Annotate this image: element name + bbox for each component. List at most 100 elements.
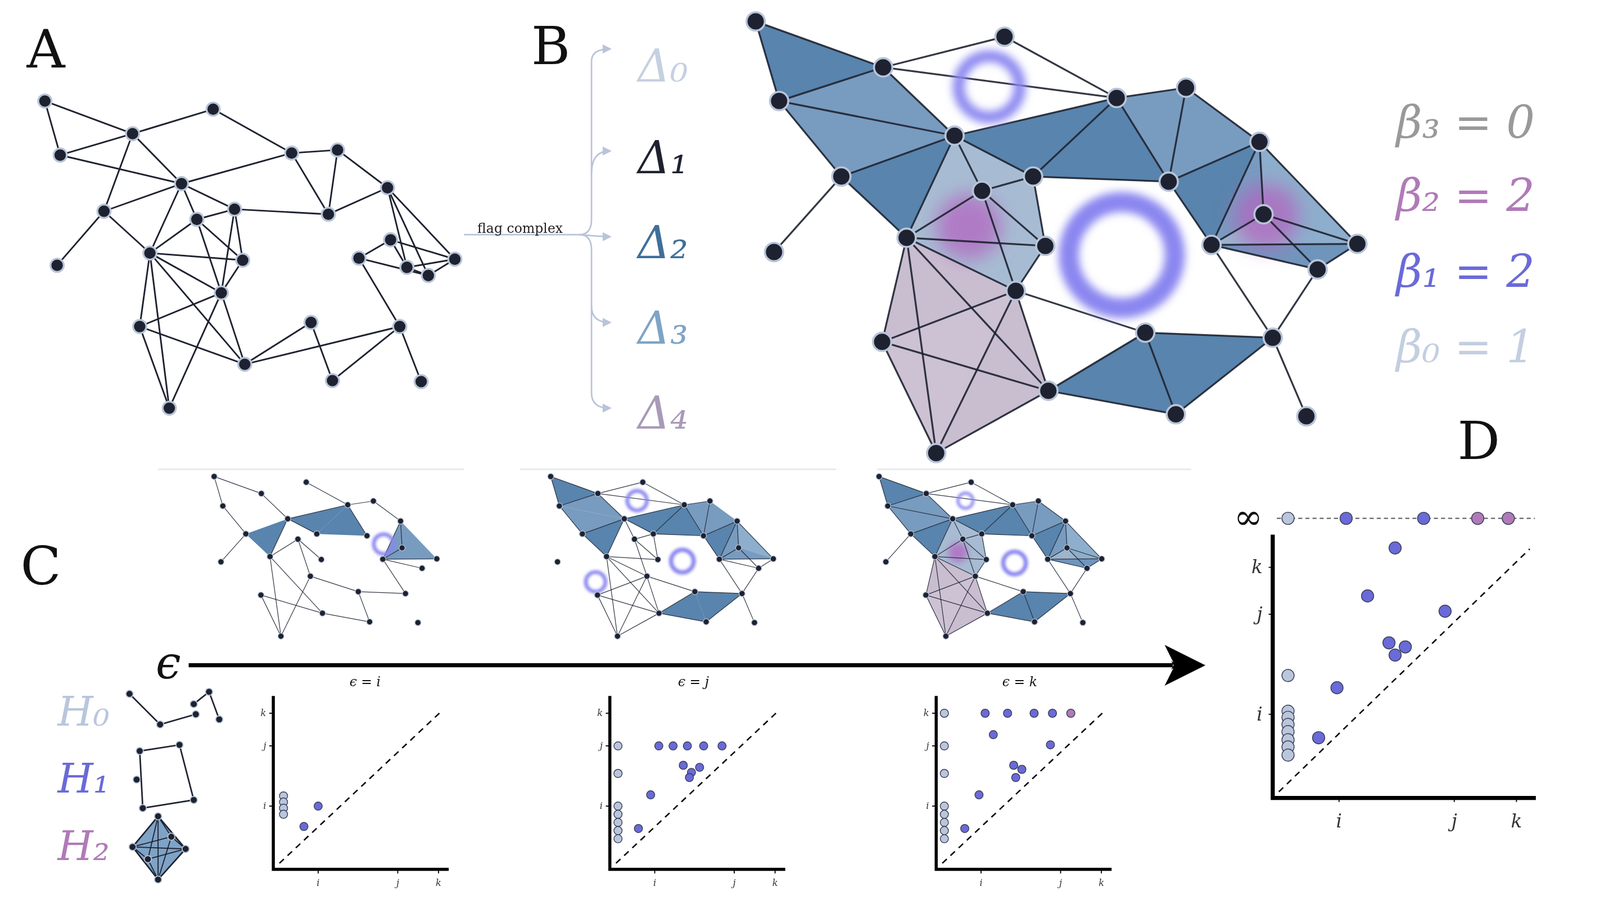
simplex-edge bbox=[1263, 214, 1318, 270]
graph-vertex bbox=[258, 490, 265, 497]
simplex-edge bbox=[1047, 520, 1066, 559]
simplex-edge bbox=[1012, 504, 1032, 536]
simplex-edge bbox=[582, 533, 607, 557]
persistence-point bbox=[613, 801, 623, 811]
graph-vertex bbox=[214, 286, 229, 300]
plot-title: ϵ = j bbox=[678, 674, 709, 689]
simplex-edge bbox=[653, 533, 704, 536]
graph-vertex bbox=[968, 478, 975, 486]
separator bbox=[520, 468, 836, 470]
graph-vertex bbox=[875, 473, 883, 480]
graph-vertex bbox=[932, 553, 939, 560]
graph-vertex bbox=[770, 555, 777, 562]
graph-vertex bbox=[321, 207, 336, 221]
persistence-point bbox=[1399, 640, 1412, 653]
simplex-edge bbox=[987, 612, 1035, 622]
persistence-point bbox=[717, 741, 727, 750]
graph-vertex bbox=[874, 57, 893, 77]
simplex-edge bbox=[1033, 97, 1118, 177]
simplex-edge bbox=[887, 505, 911, 534]
epsilon-arrowhead bbox=[1164, 644, 1206, 686]
graph-edge bbox=[390, 239, 455, 259]
tick-label: j bbox=[925, 740, 929, 750]
simplex-edge bbox=[906, 190, 983, 238]
simplex-edge bbox=[1168, 141, 1260, 182]
complex-b bbox=[746, 12, 1367, 463]
simplex-edge bbox=[738, 547, 759, 568]
persistence-point bbox=[279, 809, 288, 818]
simplex-edge bbox=[887, 493, 926, 506]
simplex-edge bbox=[982, 190, 1016, 291]
graph-edge bbox=[181, 183, 235, 210]
graph-vertex bbox=[897, 228, 916, 247]
graph-edge bbox=[337, 150, 388, 188]
simplex-edge bbox=[887, 505, 953, 519]
graph-vertex bbox=[1028, 532, 1035, 539]
arrow-label: flag complex bbox=[477, 222, 563, 236]
graph-vertex bbox=[285, 146, 299, 160]
graph-edge bbox=[139, 252, 151, 327]
persistence-point bbox=[634, 824, 643, 833]
persistence-point bbox=[314, 801, 323, 811]
simplex-edge bbox=[934, 539, 964, 557]
simplex-edge bbox=[559, 505, 583, 534]
graph-a bbox=[38, 94, 462, 415]
simplex-edge bbox=[1145, 332, 1176, 414]
hole-h1 bbox=[373, 534, 394, 554]
persistence-diagram bbox=[1268, 534, 1536, 802]
simplex-edge bbox=[597, 493, 685, 505]
persistence-point bbox=[683, 741, 692, 750]
simplex-edge bbox=[719, 558, 759, 568]
simplex-edge bbox=[910, 533, 935, 557]
simplex-edge bbox=[647, 575, 695, 592]
simplex-edge bbox=[975, 575, 1024, 592]
simplex-edge bbox=[1023, 591, 1071, 594]
simplex-edge bbox=[559, 493, 598, 506]
persistence-point bbox=[613, 834, 623, 843]
simplex-edge bbox=[1031, 535, 1048, 560]
simplex-edge bbox=[936, 290, 1016, 453]
graph-vertex bbox=[700, 532, 707, 539]
graph-vertex bbox=[949, 515, 956, 522]
graph-vertex bbox=[692, 588, 699, 595]
graph-vertex bbox=[133, 319, 147, 334]
simplex-edge bbox=[260, 594, 323, 613]
simplex-edge bbox=[1145, 332, 1273, 338]
simplex-edge bbox=[260, 594, 282, 636]
graph-edge bbox=[104, 183, 182, 212]
tick-label: j bbox=[263, 740, 266, 750]
simplex-edge bbox=[647, 575, 659, 613]
graph-vertex bbox=[594, 591, 601, 599]
simplex-edge bbox=[1031, 520, 1066, 536]
simplex-edge bbox=[214, 476, 223, 506]
persistence-point bbox=[669, 741, 678, 750]
graph-vertex bbox=[344, 501, 351, 508]
axis-label: ϵ bbox=[155, 640, 182, 686]
graph-vertex bbox=[656, 609, 663, 617]
tick-label: k bbox=[1511, 811, 1523, 831]
simplex-edge bbox=[606, 518, 625, 557]
simplex-edge bbox=[382, 558, 406, 594]
simplex-edge bbox=[1034, 593, 1071, 622]
graph-vertex bbox=[434, 555, 441, 562]
simplex-edge bbox=[694, 591, 743, 594]
graph-vertex bbox=[331, 143, 345, 157]
graph-edge bbox=[213, 109, 292, 153]
panel-letter: C bbox=[20, 539, 61, 593]
graph-vertex bbox=[313, 530, 320, 537]
simplex-edge bbox=[1272, 269, 1318, 338]
simplex-edge bbox=[737, 520, 774, 559]
simplex-edge bbox=[347, 504, 368, 536]
simplex-edge bbox=[926, 493, 953, 519]
simplex-edge bbox=[703, 535, 720, 560]
tick-label: i bbox=[263, 801, 266, 811]
simplex-edge bbox=[954, 135, 1034, 177]
tick-label: j bbox=[1059, 878, 1062, 888]
persistence-point bbox=[940, 809, 949, 818]
graph-vertex bbox=[303, 478, 310, 486]
simplex-edge bbox=[597, 594, 659, 613]
persistence-point bbox=[1417, 512, 1430, 525]
graph-vertex bbox=[392, 319, 407, 334]
tick-label: k bbox=[923, 708, 930, 718]
graph-vertex bbox=[1064, 544, 1071, 551]
